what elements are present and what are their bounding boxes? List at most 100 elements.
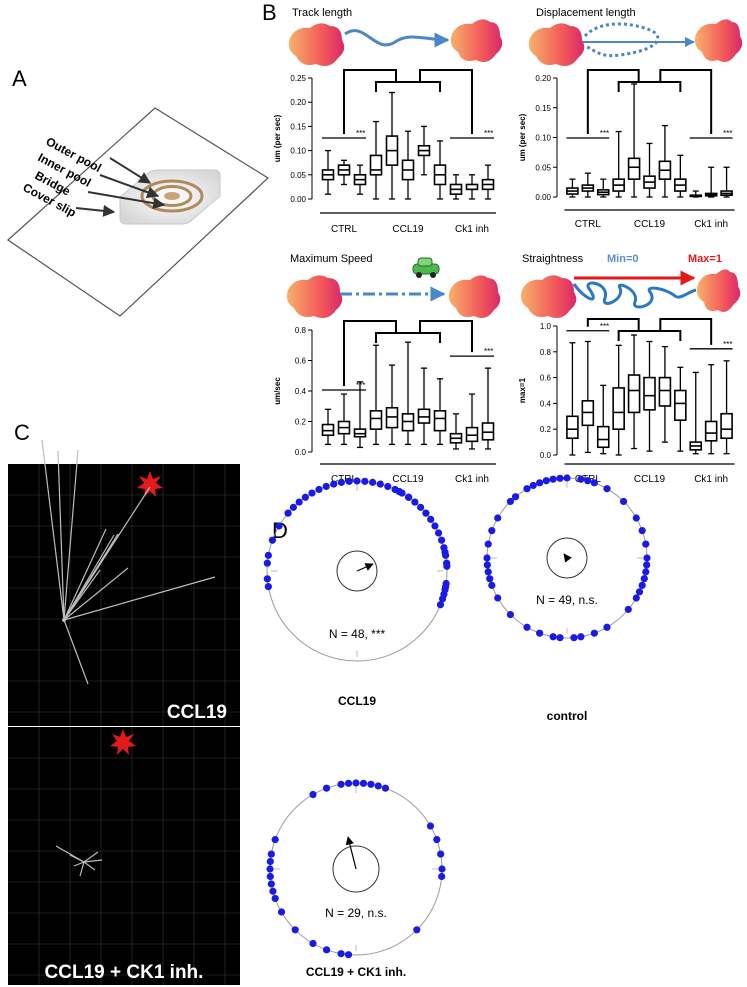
cell-icon	[448, 275, 501, 318]
comparison-bracket	[659, 318, 713, 345]
chemokine-star-icon	[110, 729, 136, 755]
rose-data-point	[344, 951, 353, 959]
rose-data-point	[632, 514, 640, 522]
cell-track	[83, 851, 99, 863]
group-label: CCL19	[634, 219, 666, 230]
comparison-bracket	[586, 69, 640, 134]
significance-label: ***	[723, 129, 732, 138]
cell-icon	[286, 275, 343, 318]
track-plot-ccl19	[8, 464, 240, 726]
rose-data-point	[264, 583, 272, 591]
panel-letter-a: A	[12, 66, 27, 91]
arrow-outer-pool	[109, 157, 152, 184]
y-axis-label: um (per sec)	[273, 114, 282, 162]
rose-data-point	[337, 478, 345, 486]
comparison-bracket	[659, 69, 713, 134]
box	[596, 425, 610, 449]
rose-data-point	[426, 822, 435, 830]
track-plot-label-ccl19-ck1: CCL19 + CK1 inh.	[45, 962, 204, 983]
rose-data-point	[494, 514, 502, 522]
group-label: Ck1 inh	[694, 474, 728, 485]
box	[643, 376, 656, 411]
cell-icon	[694, 19, 743, 62]
rose-data-point	[271, 894, 279, 903]
rose-data-point	[442, 579, 450, 588]
rose-data-point	[494, 594, 502, 602]
rose-data-point	[436, 601, 445, 609]
rose-data-point	[322, 946, 331, 954]
rose-data-point	[523, 485, 531, 493]
box	[369, 410, 383, 430]
rose-data-point	[549, 633, 557, 641]
rose-data-point	[577, 633, 585, 641]
rose-data-point	[619, 497, 628, 506]
rose-data-point	[384, 482, 392, 491]
box	[433, 410, 447, 432]
arrow-bridge	[87, 191, 166, 210]
rose-data-point	[267, 850, 275, 858]
y-axis-label: max=1	[518, 377, 527, 403]
cell-track	[63, 449, 79, 621]
rose-data-point	[266, 857, 274, 866]
rose-data-point	[642, 568, 650, 576]
rose-data-point	[603, 485, 611, 493]
rose-data-point	[484, 568, 492, 576]
cover-slip-outline	[7, 107, 269, 317]
rose-data-point	[381, 784, 390, 792]
y-tick-label: 0.4	[295, 387, 307, 396]
rose-data-point	[277, 908, 286, 916]
rose-condition-label: CCL19	[338, 694, 376, 708]
y-tick-label: 0.15	[290, 122, 306, 131]
rose-data-point	[484, 540, 492, 548]
cell-track	[69, 854, 85, 863]
track-plot-label-ccl19: CCL19	[167, 702, 227, 723]
y-axis-label: um (per sec)	[518, 113, 527, 161]
rose-data-point	[422, 509, 430, 517]
cell-track	[63, 576, 216, 621]
rose-data-point	[556, 634, 564, 642]
rose-data-point	[506, 497, 515, 506]
rose-data-point	[433, 835, 441, 844]
y-tick-label: 0.0	[295, 448, 307, 457]
rose-data-point	[330, 480, 338, 488]
rose-data-point	[269, 887, 277, 895]
rose-data-point	[295, 498, 303, 506]
comparison-bracket	[419, 320, 473, 353]
rose-data-point	[590, 629, 598, 637]
group-label: CTRL	[331, 474, 358, 485]
plot-title-displacement-length: Displacement length	[536, 7, 636, 19]
rose-data-point	[266, 872, 274, 881]
rose-inner-circle	[332, 845, 380, 893]
rose-data-point	[441, 548, 449, 556]
rose-data-point	[536, 629, 544, 637]
outer-pool-ring	[140, 179, 204, 213]
rose-data-point	[486, 575, 494, 583]
y-tick-label: 0.10	[535, 134, 551, 143]
rose-data-point	[264, 551, 272, 559]
rose-data-point	[584, 477, 592, 485]
rose-data-point	[624, 605, 632, 614]
group-label: CTRL	[331, 224, 358, 235]
track-origin	[62, 618, 66, 622]
y-tick-label: 0.6	[540, 374, 552, 383]
y-tick-label: 0.2	[540, 425, 552, 434]
rose-condition-label: CCL19 + CK1 inh.	[306, 965, 406, 979]
box	[627, 374, 641, 414]
rose-data-point	[405, 493, 413, 501]
significance-label: ***	[356, 129, 365, 138]
box	[369, 154, 383, 176]
rose-stat-label: N = 49, n.s.	[536, 593, 598, 607]
rose-data-point	[411, 498, 419, 506]
cell-tracks	[41, 439, 216, 685]
comparison-bracket	[375, 81, 441, 92]
straightness-tangled-path	[572, 281, 697, 309]
rose-data-point	[483, 554, 491, 562]
rose-data-point	[529, 481, 537, 490]
comparison-bracket	[586, 318, 640, 331]
rose-data-point	[337, 950, 345, 958]
rose-data-point	[289, 503, 297, 511]
rose-data-point	[271, 835, 279, 844]
rose-data-point	[577, 475, 585, 483]
group-label: Ck1 inh	[455, 224, 489, 235]
cell-track	[63, 569, 101, 621]
